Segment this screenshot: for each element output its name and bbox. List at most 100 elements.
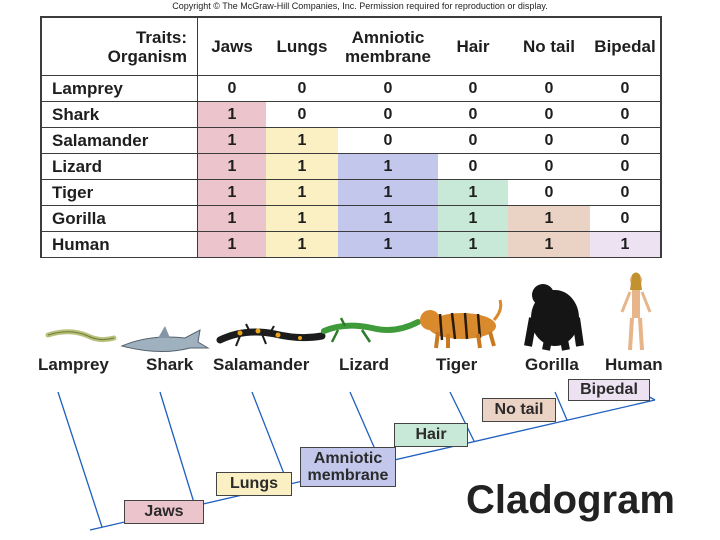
column-header-text: Lungs (276, 37, 328, 56)
organism-cell: Salamander (41, 127, 198, 154)
trait-value-cell: 1 (197, 179, 266, 206)
trait-value-cell: 0 (590, 179, 661, 206)
trait-value-cell: 0 (508, 127, 590, 154)
header-organism-label: Organism (107, 46, 187, 66)
trait-box-hair: Hair (394, 423, 468, 447)
trait-box-text: Amniotic (313, 450, 383, 467)
trait-value-cell: 1 (508, 231, 590, 258)
trait-value-cell: 0 (338, 101, 438, 128)
trait-value-cell: 1 (338, 153, 438, 180)
animal-label-gorilla: Gorilla (525, 355, 579, 374)
trait-value-cell: 1 (438, 231, 508, 258)
trait-value-cell: 1 (266, 153, 338, 180)
salamander-illustration (216, 323, 326, 347)
tiger-illustration (420, 299, 503, 349)
trait-value-cell: 0 (590, 127, 661, 154)
trait-box-text: Hair (415, 426, 447, 443)
organism-cell: Tiger (41, 179, 198, 206)
trait-value-cell: 1 (438, 205, 508, 232)
trait-value-cell: 1 (338, 205, 438, 232)
human-illustration (620, 272, 652, 351)
shark-illustration (120, 326, 210, 353)
trait-value-cell: 0 (338, 75, 438, 102)
trait-value-cell: 1 (266, 205, 338, 232)
trait-value-cell: 0 (508, 153, 590, 180)
organism-cell: Human (41, 231, 198, 258)
trait-box-jaws: Jaws (124, 500, 204, 524)
column-header-text: Amniotic (351, 27, 425, 47)
trait-box-amniotic-membrane: Amniotic membrane (300, 447, 396, 487)
trait-value-cell: 1 (266, 179, 338, 206)
animal-label-shark: Shark (146, 355, 194, 374)
trait-box-text: Lungs (230, 475, 278, 492)
branch-lamprey-line (57, 391, 103, 528)
trait-value-cell: 0 (508, 101, 590, 128)
trait-value-cell: 0 (590, 101, 661, 128)
gorilla-illustration (524, 284, 584, 351)
trait-box-text: Jaws (144, 503, 184, 520)
branch-gorilla-line (554, 391, 568, 421)
trait-value-cell: 0 (590, 75, 661, 102)
trait-box-lungs: Lungs (216, 472, 292, 496)
animal-label-lizard: Lizard (339, 355, 390, 374)
trait-box-bipedal: Bipedal (568, 379, 650, 401)
lamprey-illustration (45, 329, 117, 343)
branch-shark-line (159, 391, 196, 507)
trait-value-cell: 0 (590, 153, 661, 180)
column-header-text: Hair (456, 37, 490, 56)
organism-cell: Shark (41, 101, 198, 128)
animal-label-salamander: Salamander (213, 355, 310, 374)
trait-value-cell: 0 (590, 205, 661, 232)
trait-value-cell: 1 (590, 231, 661, 258)
trait-value-cell: 0 (266, 75, 338, 102)
trait-value-cell: 1 (266, 231, 338, 258)
animal-label-tiger: Tiger (436, 355, 478, 374)
trait-box-no-tail: No tail (482, 398, 556, 422)
trait-value-cell: 1 (438, 179, 508, 206)
trait-value-cell: 0 (197, 75, 266, 102)
organism-cell: Lizard (41, 153, 198, 180)
column-header-text: Jaws (211, 37, 253, 56)
organism-cell: Lamprey (41, 75, 198, 102)
animal-label-human: Human (605, 355, 663, 374)
animal-label-lamprey: Lamprey (38, 355, 109, 374)
trait-value-cell: 1 (197, 101, 266, 128)
column-header-jaws: Jaws (197, 17, 266, 76)
trait-value-cell: 1 (197, 127, 266, 154)
trait-value-cell: 0 (438, 127, 508, 154)
column-header-lungs: Lungs (266, 17, 338, 76)
branch-tiger-line (449, 391, 475, 442)
column-header-text: membrane (345, 46, 431, 66)
column-header-hair: Hair (438, 17, 508, 76)
trait-value-cell: 0 (338, 127, 438, 154)
cladogram-title: Cladogram (466, 478, 675, 522)
column-header-text: No tail (523, 37, 575, 56)
copyright-notice: Copyright © The McGraw-Hill Companies, I… (172, 1, 548, 11)
trait-value-cell: 1 (266, 127, 338, 154)
trait-box-text: membrane (307, 467, 389, 484)
column-header-bipedal: Bipedal (590, 17, 661, 76)
branch-salamander-line (251, 391, 289, 485)
trait-value-cell: 0 (266, 101, 338, 128)
trait-value-cell: 0 (438, 75, 508, 102)
trait-value-cell: 1 (197, 205, 266, 232)
trait-value-cell: 1 (338, 231, 438, 258)
trait-box-text: Bipedal (580, 381, 638, 398)
header-traits-organism: Traits: Organism (41, 17, 198, 76)
trait-box-text: No tail (494, 401, 544, 418)
organism-cell: Gorilla (41, 205, 198, 232)
trait-value-cell: 1 (508, 205, 590, 232)
trait-value-cell: 0 (508, 75, 590, 102)
trait-value-cell: 1 (197, 231, 266, 258)
column-header-no-tail: No tail (508, 17, 590, 76)
